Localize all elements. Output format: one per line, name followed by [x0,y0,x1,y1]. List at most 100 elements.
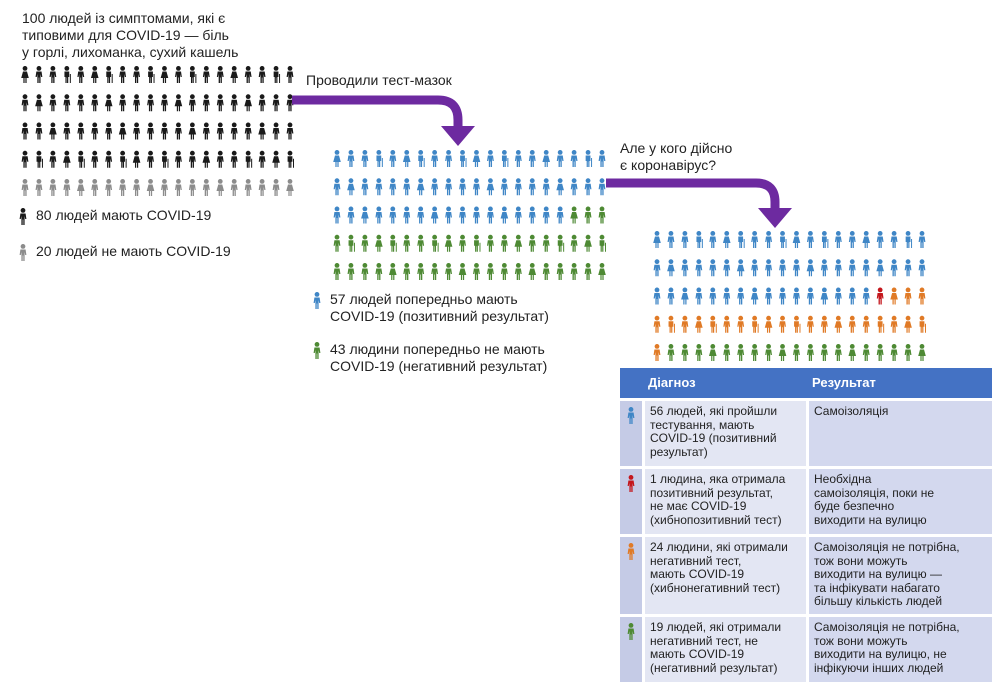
person-icon-green [542,234,550,252]
person-icon-black [63,150,71,168]
person-icon-green [474,234,481,252]
person-icon-green [459,234,466,252]
person-icon-green [598,206,606,224]
person-icon-black [21,150,29,168]
person-icon-green [584,234,592,252]
person-icon-black [272,150,280,168]
cell-line: результат) [650,444,708,459]
person-icon-blue [653,287,661,305]
person-icon-green [528,263,537,280]
person-icon-green [388,263,397,280]
person-icon-blue [904,259,912,277]
person-icon-orange [918,287,926,305]
population-grid-tested [333,150,606,280]
cell-line: (негативний результат) [650,660,778,675]
person-icon-black [188,150,196,168]
person-icon-black [63,122,71,140]
person-icon-green [514,234,523,252]
person-icon-green [599,234,606,252]
person-icon-black [230,122,238,140]
person-icon-green [432,234,439,252]
person-icon-blue [862,287,870,305]
person-icon-blue [376,150,383,167]
person-icon-orange [668,315,675,333]
legend-label-line: 57 людей попередньо мають [330,291,518,307]
results-table: Діагноз Результат 56 людей, які пройшли … [620,365,992,685]
person-icon-green [556,263,564,280]
arrow2-label-line: є коронавірус? [620,157,716,173]
person-icon-black [286,66,294,83]
person-icon-black [202,94,210,112]
person-icon-green [778,344,787,361]
person-icon-blue [333,150,341,167]
person-icon-blue [709,231,717,248]
person-icon-blue [820,259,828,277]
legend-label-positive: 57 людей попередньо мають COVID-19 (пози… [330,291,549,325]
person-icon-black [147,150,154,168]
person-icon-gray [146,179,155,196]
person-icon-green [431,263,439,280]
person-icon-blue [695,259,703,277]
table-header-diagnosis: Діагноз [642,368,806,398]
arrow2-label-line: Але у кого дійсно [620,140,733,156]
cell-line: (хибнопозитивний тест) [650,512,782,527]
person-icon-blue [556,178,564,196]
person-icon-black [133,94,140,112]
person-icon-blue [695,287,703,305]
person-icon-gray [258,179,266,196]
person-icon-blue [418,150,425,167]
person-icon-gray [188,179,196,196]
person-icon-black [272,94,280,112]
person-icon-blue [722,231,731,248]
cell-line: тестування, мають [650,417,755,432]
person-icon-gray [49,179,57,196]
person-icon-blue [528,178,536,196]
person-icon-blue [361,150,369,167]
person-icon-blue [876,259,884,277]
person-icon-gray [119,179,127,196]
cell-line: виходити на вулицю — [814,567,942,581]
legend-row-infected: 80 людей мають COVID-19 [18,207,211,225]
person-icon-blue [750,287,759,305]
cell-line: виходити на вулицю [814,512,927,527]
legend-label-line: 43 людини попередньо не мають [330,341,545,357]
person-icon-blue [793,287,800,305]
person-icon-orange [695,315,703,333]
person-icon-blue [460,150,467,167]
person-icon-blue [681,259,689,277]
person-icon-black [105,122,113,140]
person-icon-orange [752,315,759,333]
person-icon-blue [890,259,898,277]
person-icon-blue [570,150,578,167]
person-icon-green [598,263,606,280]
legend-row-not-infected: 20 людей не мають COVID-19 [18,243,231,261]
person-icon-black [175,66,182,83]
legend-label-not-infected: 20 людей не мають COVID-19 [36,243,231,259]
step1-caption-line: типовими для COVID-19 — біль [22,27,229,43]
person-icon-gray [175,179,182,196]
person-icon-blue [459,206,466,224]
person-icon-black [63,94,71,112]
person-icon-blue [389,150,397,167]
step1-caption-line: у горлі, лихоманка, сухий кашель [22,44,239,60]
person-icon-blue [792,231,801,248]
person-icon-black [202,150,211,168]
cell-line: більшу кількість людей [814,594,943,608]
person-icon-blue [500,178,508,196]
person-icon-blue [779,259,786,277]
person-icon-green [557,234,565,252]
table-icon-cell [620,469,642,534]
arrow2-label: Але у кого дійсно є коронавірус? [620,140,732,174]
person-icon-gray [76,179,85,196]
person-icon-black [49,150,57,168]
person-icon-blue [765,259,772,277]
person-icon-black [245,150,253,168]
person-icon-blue [514,206,522,224]
cell-line: інфікуючи інших людей [814,660,944,675]
person-icon-black [162,150,169,168]
person-icon-green [820,344,828,361]
cell-line: 1 людина, яка отримала [650,472,786,486]
person-icon-blue [890,231,898,248]
person-icon-black [216,122,224,140]
person-icon-black [202,122,210,140]
